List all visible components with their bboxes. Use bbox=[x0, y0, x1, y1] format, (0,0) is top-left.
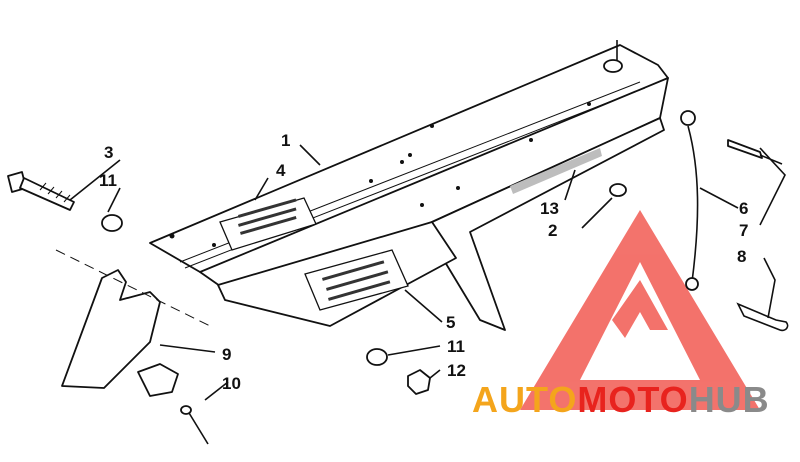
hair-pin-clip bbox=[736, 302, 789, 332]
watermark-part1: AUTO bbox=[472, 379, 577, 420]
callout-7: 7 bbox=[739, 221, 748, 240]
callout-6: 6 bbox=[739, 199, 748, 218]
callout-3: 3 bbox=[104, 143, 113, 162]
callout-4: 4 bbox=[276, 161, 286, 180]
grommet bbox=[603, 59, 623, 73]
watermark-text: AUTOMOTOHUB bbox=[472, 379, 770, 420]
callout-1: 1 bbox=[281, 131, 290, 150]
bushing-upper bbox=[101, 214, 123, 232]
callout-12: 12 bbox=[447, 361, 466, 380]
spacer bbox=[609, 183, 627, 197]
callout-11-upper: 11 bbox=[99, 171, 117, 190]
leader-lines bbox=[69, 40, 786, 401]
bracket bbox=[55, 249, 211, 389]
callout-13: 13 bbox=[540, 199, 559, 218]
watermark-logo bbox=[520, 210, 760, 410]
decal-lower bbox=[304, 249, 409, 311]
watermark-part3: HUB bbox=[689, 379, 770, 420]
callout-8: 8 bbox=[737, 247, 746, 266]
nut bbox=[407, 369, 431, 395]
bolt bbox=[7, 171, 75, 211]
bushing-lower bbox=[366, 348, 388, 366]
callout-11-lower: 11 bbox=[447, 337, 465, 356]
knob-pin bbox=[137, 363, 209, 445]
callout-2: 2 bbox=[548, 221, 557, 240]
top-cover-plate bbox=[149, 44, 669, 331]
watermark-part2: MOTO bbox=[577, 379, 688, 420]
callout-9: 9 bbox=[222, 345, 231, 364]
callout-5: 5 bbox=[446, 313, 455, 332]
decal-upper bbox=[219, 197, 317, 251]
callout-10: 10 bbox=[222, 374, 241, 393]
